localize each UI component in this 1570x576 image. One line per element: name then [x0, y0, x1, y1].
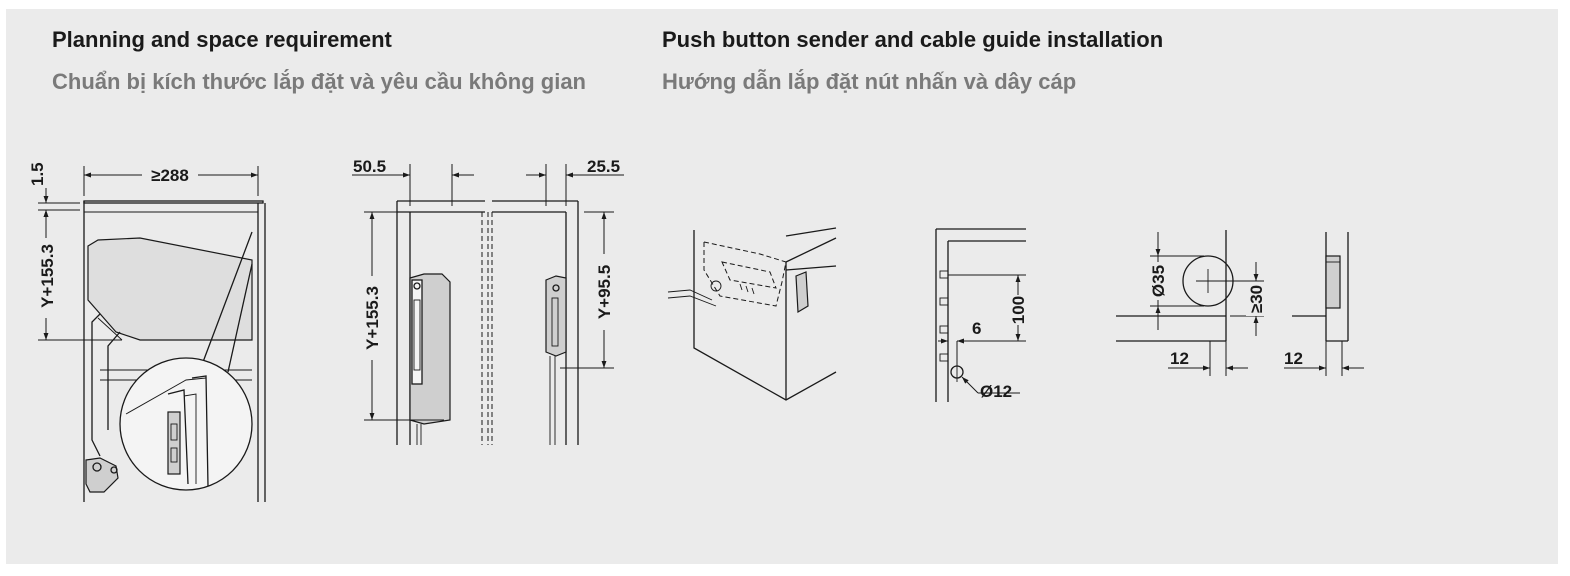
- button-side-section-view: 12: [1284, 232, 1364, 376]
- dim-288-label: ≥288: [151, 166, 189, 185]
- dim-25-5-label: 25.5: [587, 157, 620, 176]
- dim-y155-mid-label: Y+155.3: [363, 286, 382, 350]
- dim-ge30-label: ≥30: [1247, 285, 1266, 313]
- push-button-title-vi: Hướng dẫn lắp đặt nút nhấn và dây cáp: [662, 69, 1077, 94]
- dim-dia12-label: Ø12: [980, 382, 1012, 401]
- right-section-view: 25.5 Y+95.5: [491, 157, 624, 445]
- push-button-title-en: Push button sender and cable guide insta…: [662, 27, 1164, 52]
- dim-12-a-label: 12: [1170, 349, 1189, 368]
- dim-y95-label: Y+95.5: [595, 265, 614, 319]
- dim-50-5-label: 50.5: [353, 157, 386, 176]
- isometric-push-button-view: [667, 227, 837, 401]
- planning-title-vi: Chuẩn bị kích thước lắp đặt và yêu cầu k…: [52, 69, 586, 94]
- cable-hole-front-view: 100 6 Ø12: [935, 228, 1028, 402]
- cabinet-side-view: ≥288 1.5 Y+155.3: [28, 162, 266, 502]
- dim-100-label: 100: [1009, 296, 1028, 324]
- dim-dia35-label: Ø35: [1149, 265, 1168, 297]
- left-section-view: 50.5 Y+155.3: [352, 157, 489, 445]
- dim-1-5-label: 1.5: [28, 162, 47, 186]
- dim-6-label: 6: [972, 319, 981, 338]
- dim-12-b-label: 12: [1284, 349, 1303, 368]
- button-hole-section-view: Ø35 ≥30 12: [1116, 230, 1266, 376]
- planning-title-en: Planning and space requirement: [52, 27, 392, 52]
- dim-y155-left-label: Y+155.3: [38, 244, 57, 308]
